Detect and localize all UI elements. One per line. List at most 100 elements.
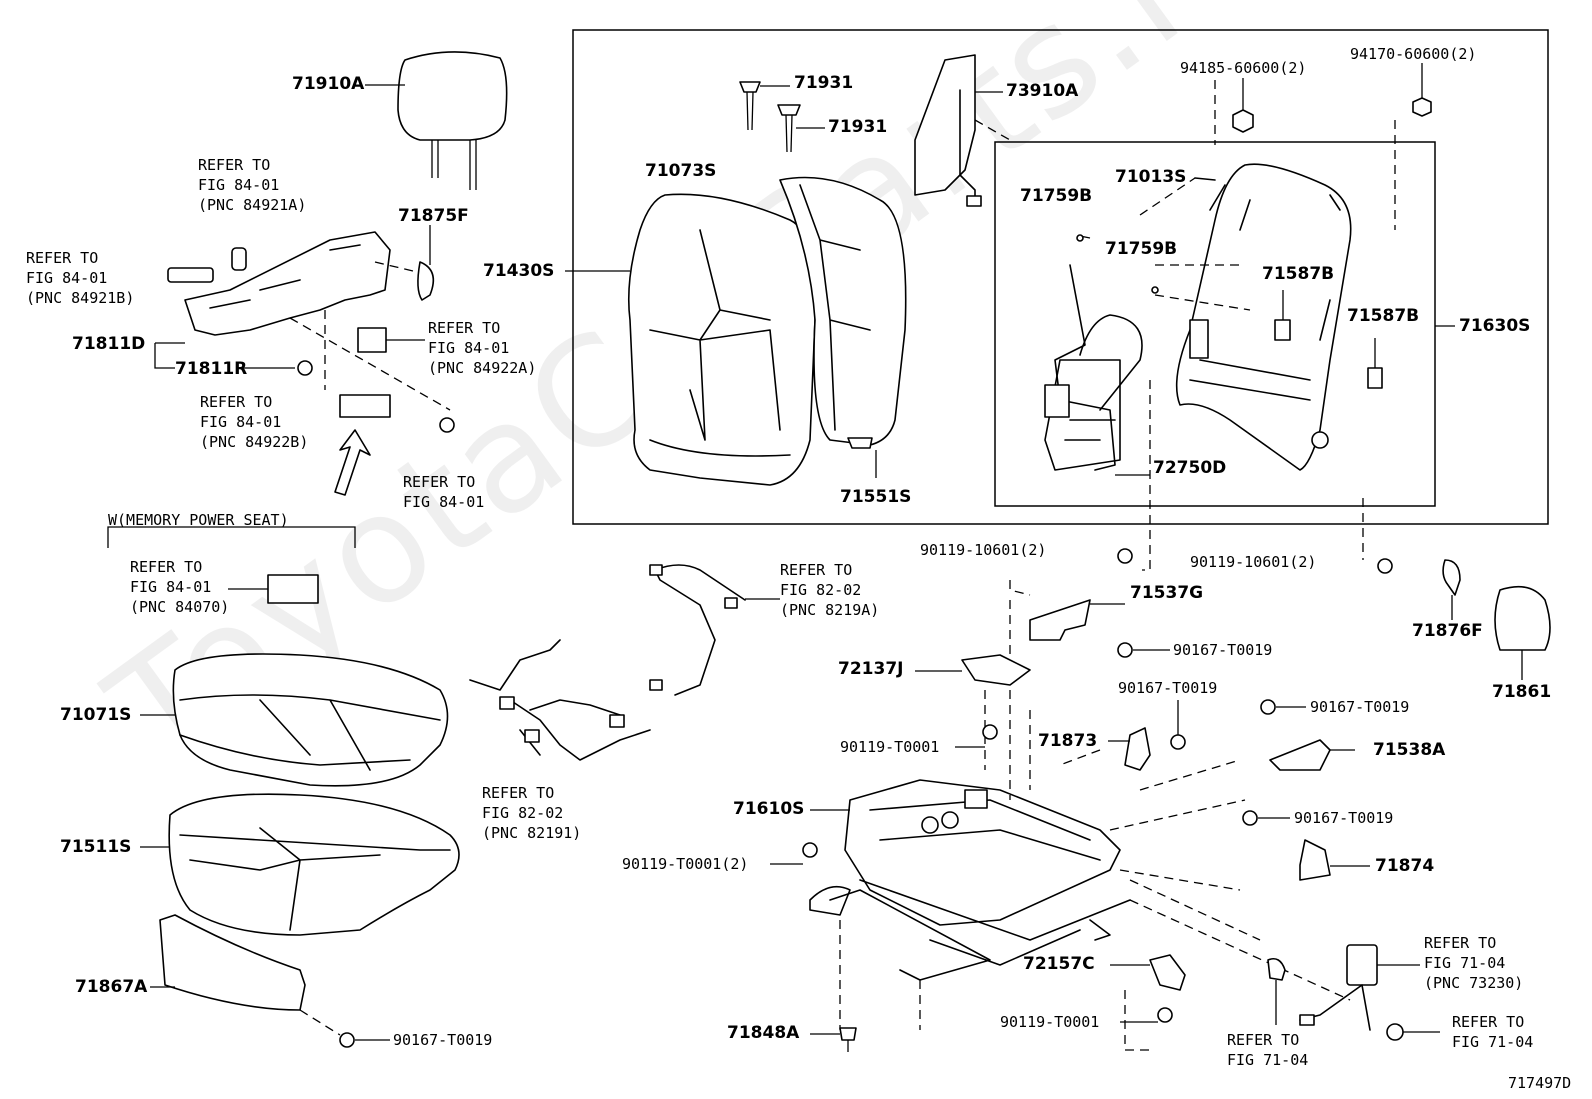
part-label-71931-b: 71931 xyxy=(828,117,888,137)
part-label-71811D: 71811D xyxy=(72,334,146,354)
nut-94170 xyxy=(1412,97,1432,117)
part-label-90167-T0019-e: 90167-T0019 xyxy=(393,1031,493,1049)
part-label-71071S: 71071S xyxy=(60,705,132,725)
bolt-90119-T0001-2 xyxy=(802,842,818,858)
refer-note-84070: REFER TO FIG 84-01 (PNC 84070) xyxy=(130,558,230,616)
switch-84922A xyxy=(357,327,387,353)
refer-note-84921B: REFER TO FIG 84-01 (PNC 84921B) xyxy=(26,249,135,307)
part-label-90167-T0019-b: 90167-T0019 xyxy=(1118,679,1218,697)
hook-71873 xyxy=(1124,727,1151,771)
bolt-90119-T0001-b xyxy=(1157,1007,1173,1023)
seatback-pad-71551S xyxy=(779,176,907,449)
part-label-71848A: 71848A xyxy=(727,1023,800,1043)
part-label-71811R: 71811R xyxy=(175,359,248,379)
cushion-cover-71071S xyxy=(140,653,449,787)
part-label-94185-60600: 94185-60600(2) xyxy=(1180,59,1307,77)
hook-71874 xyxy=(1299,839,1331,881)
cushion-pad-71511S xyxy=(140,793,460,936)
part-label-90119-T0001-2: 90119-T0001(2) xyxy=(622,855,749,873)
seat-back-group-frame xyxy=(572,29,1549,525)
seat-adjuster-71610S xyxy=(809,779,1131,981)
part-label-94170-60600: 94170-60600(2) xyxy=(1350,45,1477,63)
refer-note-8219A: REFER TO FIG 82-02 (PNC 8219A) xyxy=(780,561,880,619)
cover-71876F xyxy=(1442,559,1461,596)
screw-90167-c xyxy=(1260,699,1276,715)
part-label-71013S: 71013S xyxy=(1115,167,1187,187)
part-label-71910A: 71910A xyxy=(292,74,365,94)
clip-71931 xyxy=(739,81,825,153)
bracket-71537G xyxy=(1029,599,1091,641)
part-label-90167-T0019-c: 90167-T0019 xyxy=(1310,698,1410,716)
part-label-71430S: 71430S xyxy=(483,261,555,281)
part-label-90119-10601: 90119-10601(2) xyxy=(920,541,1047,559)
part-label-71874: 71874 xyxy=(1375,856,1435,876)
headrest-71910A xyxy=(365,51,508,190)
part-label-71861: 71861 xyxy=(1492,682,1552,702)
harness-8219A xyxy=(654,564,746,696)
memory-ecu-84070 xyxy=(267,574,319,604)
cover-72157C xyxy=(1149,954,1186,991)
side-cover-71811D xyxy=(154,231,451,411)
refer-note-84921A: REFER TO FIG 84-01 (PNC 84921A) xyxy=(198,156,307,214)
cover-72137J xyxy=(961,654,1031,686)
part-label-72750D: 72750D xyxy=(1153,458,1227,478)
diagram-id: 717497D xyxy=(1508,1074,1572,1092)
refer-note-84922A: REFER TO FIG 84-01 (PNC 84922A) xyxy=(428,319,537,377)
part-label-71587B-b: 71587B xyxy=(1347,306,1420,326)
part-label-71931: 71931 xyxy=(794,73,854,93)
seatback-frame-71013S xyxy=(1175,163,1352,471)
refer-note-fig-71-04-b: REFER TO FIG 71-04 xyxy=(1227,1031,1309,1069)
refer-note-73230: REFER TO FIG 71-04 (PNC 73230) xyxy=(1424,934,1524,992)
refer-note-82191: REFER TO FIG 82-02 (PNC 82191) xyxy=(482,784,582,842)
part-label-71867A: 71867A xyxy=(75,977,148,997)
memory-seat-note: W(MEMORY POWER SEAT) xyxy=(108,511,289,529)
part-label-71759B: 71759B xyxy=(1020,186,1093,206)
part-label-72137J: 72137J xyxy=(838,659,904,679)
part-label-90167-T0019-d: 90167-T0019 xyxy=(1294,809,1394,827)
part-label-71551S: 71551S xyxy=(840,487,912,507)
nut-94185 xyxy=(1232,109,1254,133)
part-label-71876F: 71876F xyxy=(1412,621,1483,641)
side-cover-73910A xyxy=(914,54,1003,207)
bolt-refer-7104 xyxy=(1386,1023,1404,1041)
part-label-71511S: 71511S xyxy=(60,837,132,857)
screw-90167-b xyxy=(1170,734,1186,750)
refer-note-fig-84-01: REFER TO FIG 84-01 xyxy=(403,473,485,511)
switch-84921A xyxy=(231,247,247,271)
part-label-71537G: 71537G xyxy=(1130,583,1204,603)
part-label-71073S: 71073S xyxy=(645,161,717,181)
screw-refer-8401 xyxy=(439,417,455,433)
bolt-90119-10601-b xyxy=(1377,558,1393,574)
part-label-71538A: 71538A xyxy=(1373,740,1446,760)
lumbar-support-72750D xyxy=(1044,264,1150,476)
refer-note-84922B: REFER TO FIG 84-01 (PNC 84922B) xyxy=(200,393,309,451)
refer-note-fig-71-04-a: REFER TO FIG 71-04 xyxy=(1452,1013,1534,1051)
clip-71587B xyxy=(1274,319,1291,341)
screw-90167-e xyxy=(339,1032,355,1048)
bolt-90119-T0001 xyxy=(982,724,998,740)
part-label-90119-10601-b: 90119-10601(2) xyxy=(1190,553,1317,571)
grommet-refer-7104 xyxy=(1267,957,1286,981)
knob-71861 xyxy=(1494,585,1551,651)
part-label-71587B: 71587B xyxy=(1262,264,1335,284)
clip-71587B-2 xyxy=(1367,367,1383,389)
screw-90167-d xyxy=(1242,810,1258,826)
part-label-90167-T0019-a: 90167-T0019 xyxy=(1173,641,1273,659)
switch-84922B xyxy=(339,394,391,418)
seatback-cover-71073S xyxy=(627,193,817,486)
part-label-71875F: 71875F xyxy=(398,206,469,226)
harness-82191 xyxy=(469,639,651,761)
bolt-90119-10601 xyxy=(1117,548,1133,564)
cover-71875F xyxy=(417,261,435,301)
part-label-71630S: 71630S xyxy=(1459,316,1531,336)
bracket-71538A xyxy=(1269,739,1331,771)
screw-90167-a xyxy=(1117,642,1133,658)
switch-84921B xyxy=(167,267,214,283)
part-label-72157C: 72157C xyxy=(1023,954,1095,974)
part-label-71610S: 71610S xyxy=(733,799,805,819)
part-label-90119-T0001-b: 90119-T0001 xyxy=(1000,1013,1100,1031)
part-label-73910A: 73910A xyxy=(1006,81,1079,101)
cover-71867A xyxy=(159,914,306,1011)
